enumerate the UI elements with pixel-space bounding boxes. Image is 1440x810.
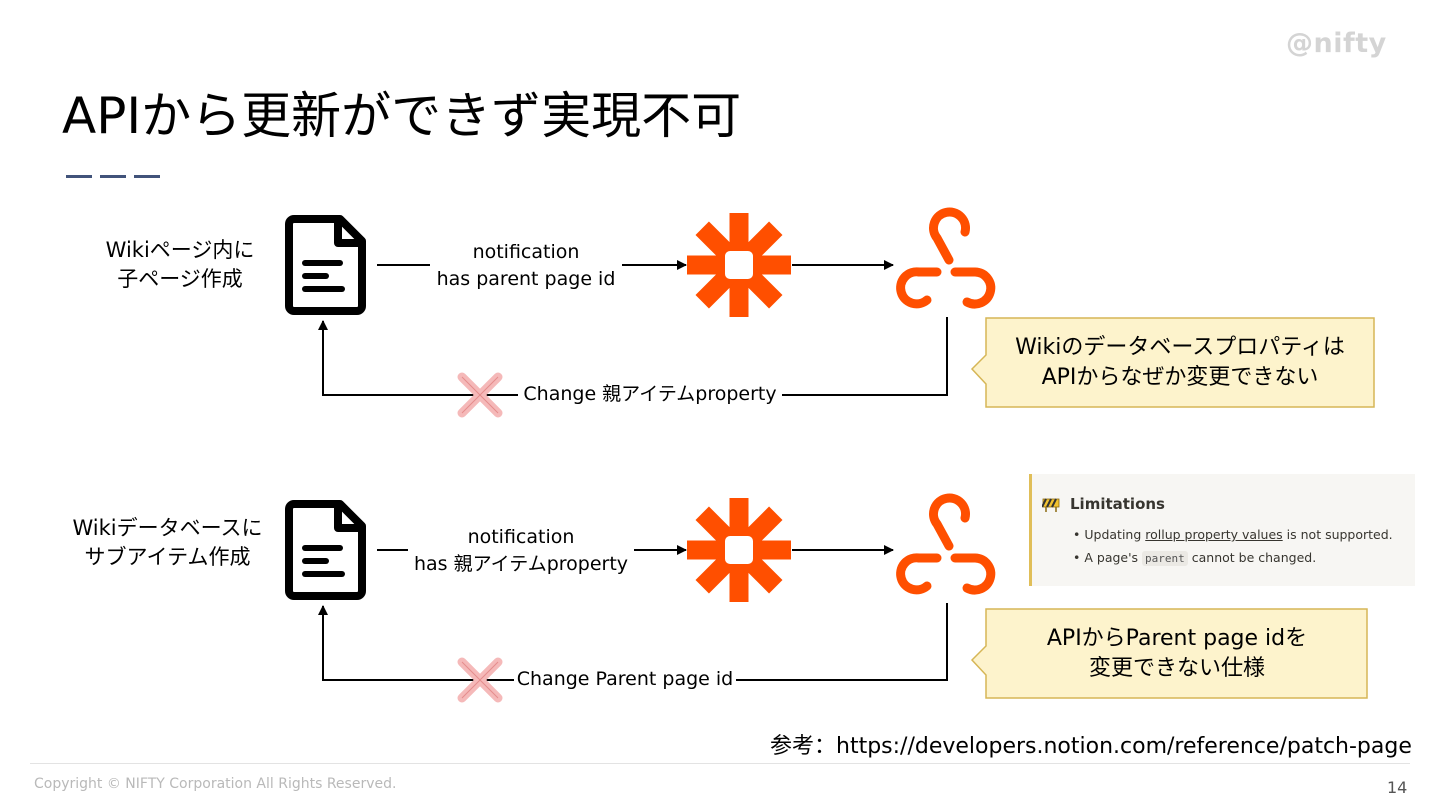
limitations-item: • Updating rollup property values is not… bbox=[1073, 527, 1393, 542]
construction-sign-icon bbox=[1042, 498, 1060, 512]
page-number: 14 bbox=[1387, 778, 1408, 797]
rollup-link[interactable]: rollup property values bbox=[1145, 527, 1283, 542]
item-text: A page's bbox=[1084, 550, 1143, 565]
trigger-line: Wikiページ内に bbox=[105, 238, 255, 262]
callout-text: APIからParent page idを 変更できない仕様 bbox=[990, 609, 1364, 698]
copyright-text: Copyright © NIFTY Corporation All Rights… bbox=[34, 776, 397, 792]
reference-link[interactable]: 参考：https://developers.notion.com/referen… bbox=[770, 734, 1412, 759]
notification-label: notification has parent page id bbox=[430, 239, 622, 293]
zapier-asterisk-icon bbox=[687, 213, 791, 317]
notification-line: has parent page id bbox=[436, 268, 616, 290]
callout-box bbox=[970, 317, 1375, 408]
callout-line: Wikiのデータベースプロパティは bbox=[1015, 334, 1345, 360]
webhook-icon bbox=[896, 493, 996, 595]
trigger-line: 子ページ作成 bbox=[117, 267, 243, 291]
slide-title: APIから更新ができず実現不可 bbox=[62, 87, 742, 145]
notification-line: notification bbox=[472, 241, 580, 263]
webhook-icon bbox=[896, 207, 996, 309]
callout-line: APIからParent page idを bbox=[1046, 625, 1308, 651]
limitations-item: • A page's parent cannot be changed. bbox=[1073, 550, 1317, 566]
limitations-panel bbox=[1029, 474, 1415, 586]
callout-box bbox=[970, 608, 1368, 699]
title-rule bbox=[134, 175, 160, 178]
title-rule bbox=[100, 175, 126, 178]
trigger-label: Wikiデータベースに サブアイテム作成 bbox=[55, 514, 280, 572]
item-text: Updating bbox=[1084, 527, 1146, 542]
item-text: cannot be changed. bbox=[1187, 550, 1317, 565]
trigger-label: Wikiページ内に 子ページ作成 bbox=[95, 236, 265, 294]
trigger-line: Wikiデータベースに bbox=[72, 516, 263, 540]
notification-line: has 親アイテムproperty bbox=[413, 553, 629, 575]
cross-icon bbox=[457, 657, 503, 703]
zapier-asterisk-icon bbox=[687, 498, 791, 602]
notification-label: notification has 親アイテムproperty bbox=[408, 524, 634, 578]
trigger-line: サブアイテム作成 bbox=[84, 545, 251, 569]
document-icon bbox=[285, 500, 366, 600]
nifty-logo: @nifty bbox=[1286, 28, 1387, 59]
return-label: Change 親アイテムproperty bbox=[518, 381, 782, 408]
return-label: Change Parent page id bbox=[514, 666, 736, 693]
document-icon bbox=[285, 215, 366, 315]
notification-line: notification bbox=[467, 526, 575, 548]
footer-divider bbox=[30, 763, 1410, 764]
callout-text: Wikiのデータベースプロパティは APIからなぜか変更できない bbox=[990, 318, 1370, 407]
callout-line: 変更できない仕様 bbox=[1088, 655, 1265, 681]
cross-icon bbox=[457, 372, 503, 418]
limitations-title: Limitations bbox=[1070, 495, 1165, 513]
item-text: is not supported. bbox=[1282, 527, 1393, 542]
title-rule bbox=[66, 175, 92, 178]
callout-line: APIからなぜか変更できない bbox=[1041, 364, 1319, 390]
parent-code: parent bbox=[1142, 551, 1188, 566]
